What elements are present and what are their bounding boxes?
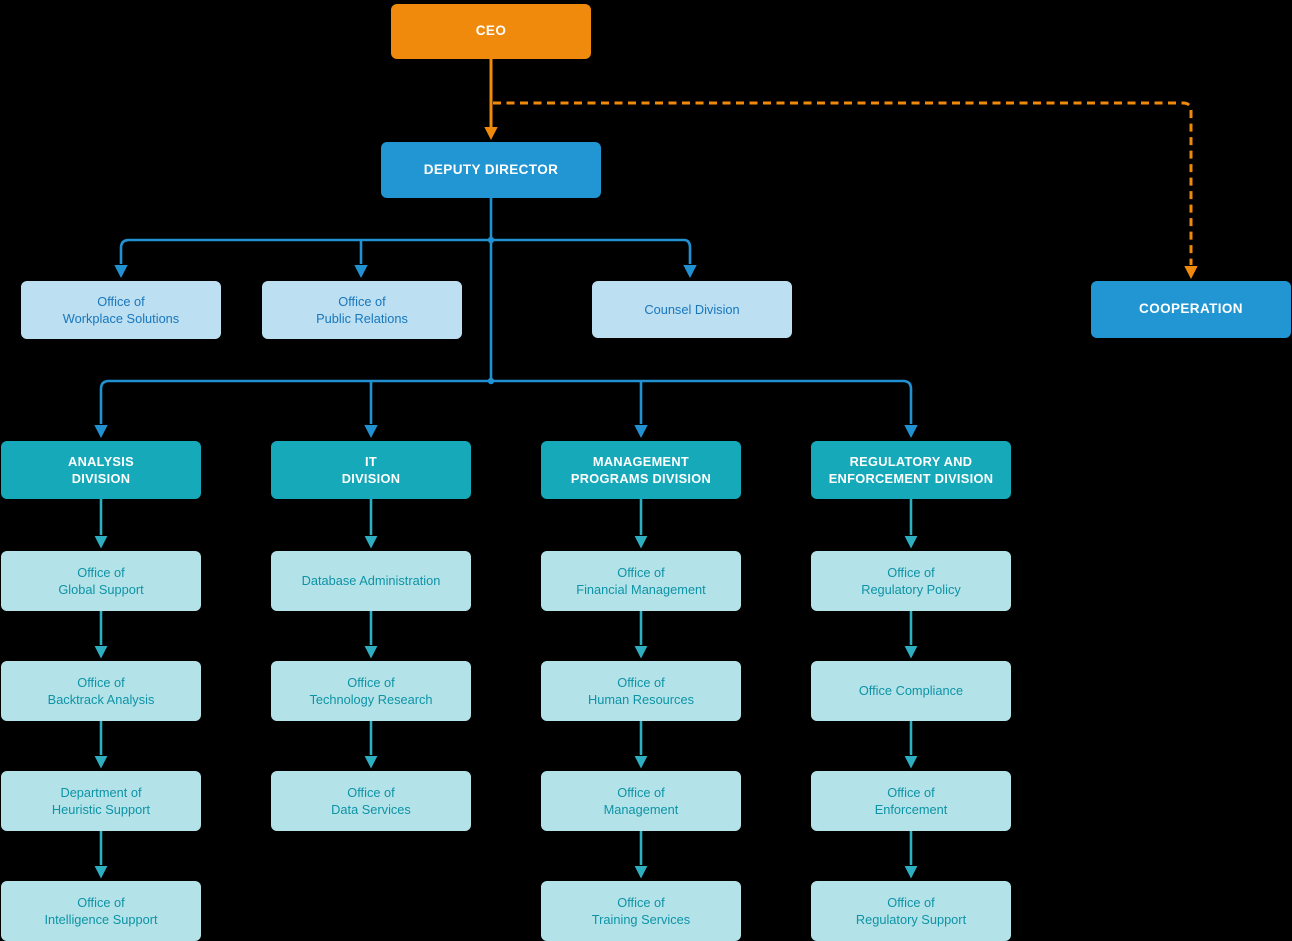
edge-deputy-trunk [99, 197, 913, 424]
node-database-administration: Database Administration [271, 551, 471, 611]
node-cooperation: COOPERATION [1091, 281, 1291, 338]
edge-ceo-cooperation-arrowhead [1184, 266, 1198, 279]
node-it-division: IT DIVISION [271, 441, 471, 499]
node-office-data-services: Office of Data Services [271, 771, 471, 831]
node-analysis-division: ANALYSIS DIVISION [1, 441, 201, 499]
edge-ceo-cooperation-dashed [493, 101, 1193, 265]
node-counsel-division: Counsel Division [592, 281, 792, 338]
node-office-financial-management: Office of Financial Management [541, 551, 741, 611]
node-office-global-support: Office of Global Support [1, 551, 201, 611]
division-arrowheads [94, 425, 918, 438]
node-office-intelligence-support: Office of Intelligence Support [1, 881, 201, 941]
node-office-regulatory-policy: Office of Regulatory Policy [811, 551, 1011, 611]
node-office-training-services: Office of Training Services [541, 881, 741, 941]
node-office-compliance: Office Compliance [811, 661, 1011, 721]
node-regulatory-enforcement-division: REGULATORY AND ENFORCEMENT DIVISION [811, 441, 1011, 499]
node-management-programs-division: MANAGEMENT PROGRAMS DIVISION [541, 441, 741, 499]
node-office-human-resources: Office of Human Resources [541, 661, 741, 721]
node-office-regulatory-support: Office of Regulatory Support [811, 881, 1011, 941]
column-arrows [99, 499, 913, 865]
column-arrowheads [94, 536, 918, 879]
junction-dot [487, 236, 495, 244]
node-office-workplace-solutions: Office of Workplace Solutions [21, 281, 221, 339]
node-deputy-director: DEPUTY DIRECTOR [381, 142, 601, 198]
node-office-public-relations: Office of Public Relations [262, 281, 462, 339]
staff-arrowheads [114, 265, 697, 278]
node-office-management: Office of Management [541, 771, 741, 831]
node-ceo: CEO [391, 4, 591, 59]
node-office-backtrack-analysis: Office of Backtrack Analysis [1, 661, 201, 721]
node-department-heuristic-support: Department of Heuristic Support [1, 771, 201, 831]
junction-dot [487, 377, 495, 385]
edge-ceo-deputy [484, 59, 498, 140]
node-office-enforcement: Office of Enforcement [811, 771, 1011, 831]
node-office-technology-research: Office of Technology Research [271, 661, 471, 721]
